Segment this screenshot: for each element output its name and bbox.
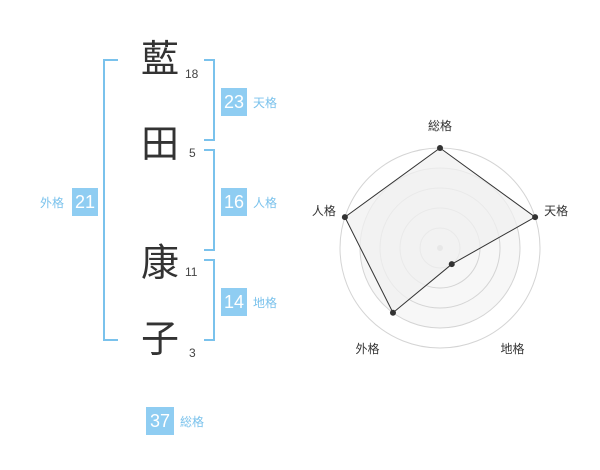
- stroke-count-4: 3: [189, 346, 196, 360]
- stroke-count-1: 18: [185, 67, 199, 81]
- name-char-4: 子: [140, 317, 179, 361]
- gaikaku-bracket: [103, 59, 118, 341]
- radar-point-5: [341, 214, 348, 221]
- jinkaku-bracket: [204, 149, 215, 251]
- stroke-count-3: 11: [185, 265, 198, 279]
- chikaku-bracket: [204, 259, 215, 341]
- radar-axis-label-2: 天格: [544, 203, 568, 218]
- radar-axis-label-1: 総格: [428, 118, 452, 133]
- radar-axis-label-4: 外格: [355, 341, 379, 356]
- jinkaku-value: 16: [221, 188, 247, 216]
- jinkaku-label: 人格: [253, 196, 278, 210]
- name-char-2: 田: [140, 122, 179, 166]
- gaikaku-value: 21: [72, 188, 98, 216]
- radar-polygon: [344, 147, 537, 314]
- radar-point-4: [389, 309, 396, 316]
- tenkaku-label: 天格: [253, 96, 278, 110]
- radar-point-1: [437, 145, 443, 151]
- chikaku-label: 地格: [253, 296, 278, 310]
- gaikaku-label: 外格: [40, 196, 65, 210]
- radar-point-2: [532, 214, 539, 221]
- name-char-3: 康: [140, 241, 179, 285]
- radar-point-3: [448, 261, 455, 268]
- soukaku-value: 37: [146, 407, 174, 435]
- name-char-1: 藍: [140, 37, 179, 81]
- chikaku-value: 14: [221, 288, 247, 316]
- radar-axis-label-3: 地格: [501, 341, 525, 356]
- tenkaku-bracket: [204, 59, 215, 141]
- radar-shape: [341, 145, 539, 316]
- soukaku-label: 総格: [180, 415, 205, 429]
- stroke-count-2: 5: [189, 146, 196, 160]
- tenkaku-value: 23: [221, 88, 247, 116]
- radar-axis-label-5: 人格: [312, 203, 336, 218]
